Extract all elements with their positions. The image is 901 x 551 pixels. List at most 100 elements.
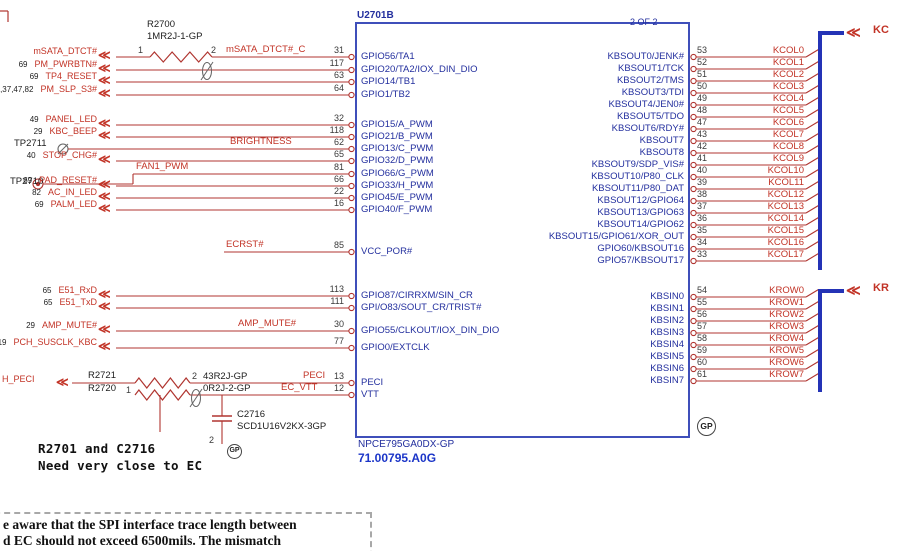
pin-bubble [690, 365, 697, 373]
pin-bubble [690, 209, 697, 217]
net-label: BRIGHTNESS [230, 136, 292, 147]
offpage-bus-chevron-icon: ≪ [846, 282, 861, 298]
r2700-pin1-number: 1 [138, 45, 144, 55]
bus-entry [805, 157, 819, 166]
net-label: KCOL17 [767, 249, 804, 260]
pin-name: VCC_POR# [361, 246, 413, 257]
pin-number: 38 [697, 189, 708, 199]
pin-bubble [690, 305, 697, 313]
bus-entry [805, 193, 819, 202]
pin-bubble [348, 344, 355, 352]
pin-name: GPIO66/G_PWM [361, 168, 434, 179]
pin-number: 31 [333, 45, 344, 55]
signal-net-name: PM_PWRBTN# [34, 59, 97, 69]
pin-number: 81 [333, 162, 344, 172]
pin-bubble [690, 353, 697, 361]
offpage-chevron-icon: ≪ [98, 86, 111, 100]
pin-name: GPIO60/KBSOUT16 [597, 243, 684, 254]
pin-bubble [348, 248, 355, 256]
r2720-value: 0R2J-2-GP [203, 383, 251, 394]
pin-bubble [690, 137, 697, 145]
offpage-chevron-icon: ≪ [98, 189, 111, 203]
signal-ref-pages: 29 [26, 321, 35, 330]
net-label: KROW6 [769, 357, 804, 368]
offpage-chevron-icon: ≪ [56, 375, 69, 389]
r2720-body [134, 389, 191, 401]
offpage-chevron-icon: ≪ [98, 128, 111, 142]
pin-number: 40 [697, 165, 708, 175]
pin-bubble [348, 379, 355, 387]
signal-row: 29 AMP_MUTE# [26, 320, 97, 330]
bus-entry [805, 289, 819, 298]
signal-ref-pages: 69 [29, 72, 39, 81]
signal-net-name: AMP_MUTE# [41, 320, 97, 330]
pin-number: 53 [697, 45, 708, 55]
pin-name: GPIO57/KBSOUT17 [597, 255, 684, 266]
net-label: KROW1 [769, 297, 804, 308]
net-label: KCOL11 [768, 177, 804, 188]
pin-number: 47 [697, 117, 708, 127]
signal-net-name: PM_SLP_S3# [40, 84, 97, 94]
pin-bubble [348, 66, 355, 74]
r2700-body [149, 51, 213, 63]
pin-bubble [348, 182, 355, 190]
offpage-chevron-icon: ≪ [98, 152, 111, 166]
offpage-chevron-icon: ≪ [98, 287, 111, 301]
offpage-chevron-icon: ≪ [98, 48, 111, 62]
chip-refdes: U2701B [357, 10, 394, 21]
net-label: KROW7 [769, 369, 804, 380]
signal-net-name: AC_IN_LED [47, 187, 97, 197]
signal-row: mSATA_DTCT# [33, 46, 97, 56]
pin-name: KBSOUT15/GPIO61/XOR_OUT [548, 231, 684, 242]
signal-ref-pages: 49 [29, 115, 39, 124]
net-label: KCOL8 [772, 141, 804, 152]
bus-entry [805, 121, 819, 130]
pin-name: GPIO13/C_PWM [361, 143, 434, 154]
pin-bubble [690, 77, 697, 85]
pin-name: KBSIN4 [650, 339, 684, 350]
tp2710-refdes: TP2710 [10, 176, 44, 187]
pin-name: KBSOUT5/TDO [616, 111, 684, 122]
pin-number: 52 [697, 57, 708, 67]
bus-entry [805, 361, 819, 370]
bus-entry [805, 145, 819, 154]
net-label: KCOL13 [767, 201, 804, 212]
signal-row: 19,36,37,47,82 PM_SLP_S3# [0, 84, 97, 94]
pin-name: GPIO20/TA2/IOX_DIN_DIO [361, 64, 478, 75]
gp-flag: GP [227, 444, 242, 459]
gp-flag: GP [697, 417, 716, 436]
net-label: KCOL14 [767, 213, 804, 224]
pin-name: GPI/O83/SOUT_CR/TRIST# [361, 302, 482, 313]
bus-entry [805, 253, 819, 262]
offpage-chevron-icon: ≪ [98, 61, 111, 75]
pin-name: GPIO55/CLKOUT/IOX_DIN_DIO [361, 325, 500, 336]
offpage-chevron-icon: ≪ [98, 177, 111, 191]
bus-entry [805, 61, 819, 70]
pin-number: 62 [333, 137, 344, 147]
pin-bubble [348, 133, 355, 141]
pin-number: 12 [333, 383, 344, 393]
signal-net-name: TP4_RESET [45, 71, 97, 81]
signal-net-name: E51_RxD [58, 285, 97, 295]
pin-bubble [690, 185, 697, 193]
pin-bubble [348, 91, 355, 99]
pin-name: GPIO87/CIRRXM/SIN_CR [361, 290, 473, 301]
spi-note-box [0, 512, 372, 551]
signal-net-name: KBC_BEEP [49, 126, 97, 136]
pin-name: GPIO0/EXTCLK [361, 342, 430, 353]
signal-h-peci: H_PECI [2, 374, 35, 384]
net-label: KROW2 [769, 309, 804, 320]
pin-bubble [348, 121, 355, 129]
pin-name: KBSOUT13/GPIO63 [597, 207, 684, 218]
bus-entry [805, 205, 819, 214]
pin-number: 64 [333, 83, 344, 93]
r2700-refdes: R2700 [147, 19, 175, 30]
bus-entry [805, 313, 819, 322]
signal-ref-pages: 19,36,37,47,82 [0, 85, 34, 94]
bus-entry [805, 73, 819, 82]
option-marker [200, 61, 214, 81]
